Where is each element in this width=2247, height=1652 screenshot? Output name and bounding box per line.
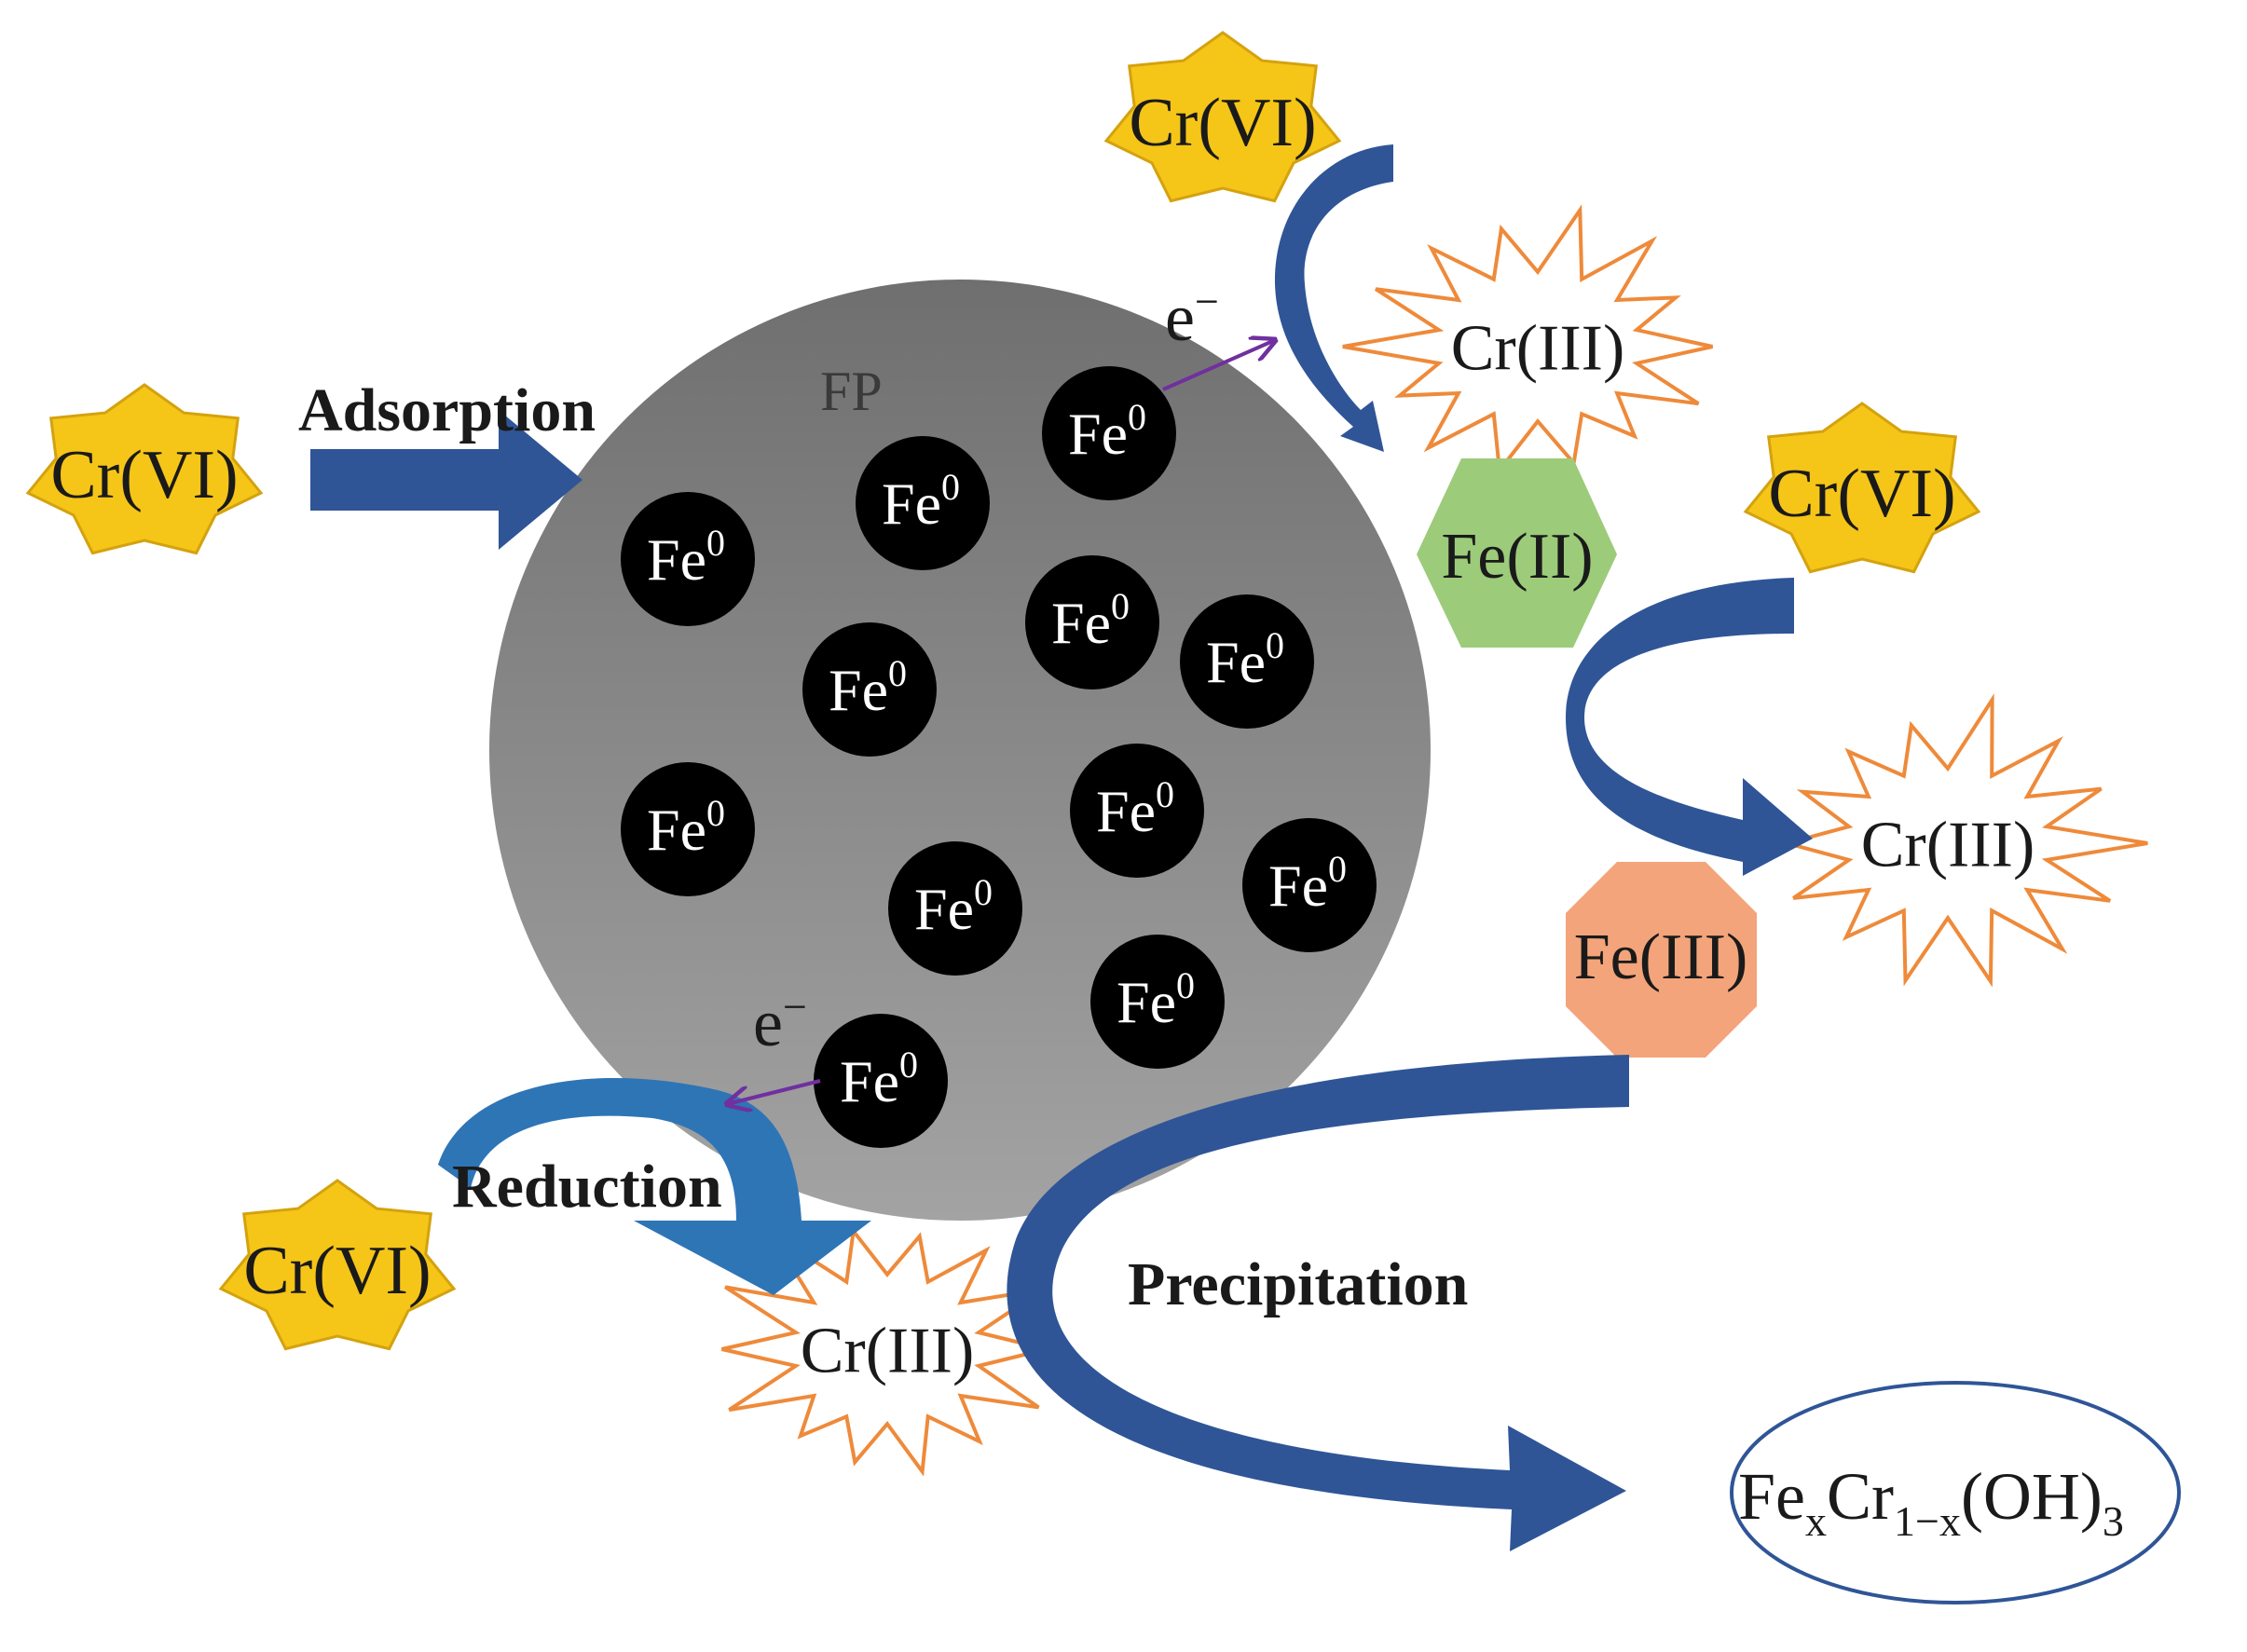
fe0-label: Fe0: [1096, 773, 1174, 844]
fe3-label: Fe(III): [1574, 922, 1748, 993]
precipitation-label: Precipitation: [1128, 1250, 1468, 1318]
top-curved-arrow: [1274, 144, 1393, 452]
electron-label-top: e−: [1165, 278, 1219, 355]
fe0-label: Fe0: [914, 871, 993, 942]
cr3-label: Cr(III): [1861, 810, 2035, 881]
fe0-label: Fe0: [1117, 964, 1195, 1035]
cr3-burst-top: Cr(III): [1342, 204, 1713, 476]
cr6-label: Cr(VI): [1768, 456, 1955, 532]
fe0-particle: Fe0: [888, 841, 1022, 976]
cr6-star-top: Cr(VI): [1103, 31, 1342, 203]
fe0-particle: Fe0: [1070, 744, 1204, 878]
fe0-particle: Fe0: [1025, 555, 1159, 689]
fe0-label: Fe0: [647, 792, 725, 863]
cr3-burst-bottom: Cr(III): [721, 1226, 1048, 1477]
cr6-star-bottom: Cr(VI): [218, 1179, 457, 1351]
fe0-label: Fe0: [1268, 848, 1347, 919]
fe2-label: Fe(II): [1441, 521, 1593, 593]
product-formula: FexCr1−x(OH)3: [1738, 1459, 2124, 1545]
fe0-particle: Fe0: [1042, 366, 1176, 500]
reduction-arrow: [438, 1077, 871, 1295]
cr6-star-right: Cr(VI): [1743, 402, 1981, 574]
fe0-particle: Fe0: [856, 436, 990, 570]
product-ellipse: [1730, 1381, 2181, 1604]
cr6-star-left: Cr(VI): [25, 383, 264, 555]
fp-label: FP: [820, 361, 883, 422]
fe2-hexagon: [1417, 458, 1617, 648]
fe0-particle: Fe0: [814, 1014, 948, 1148]
fe0-label: Fe0: [647, 522, 725, 593]
right-curved-arrow: [1566, 578, 1813, 876]
cr6-star-shape: [1743, 402, 1981, 574]
electron-label-bottom: e−: [753, 983, 807, 1060]
cr3-label: Cr(III): [801, 1316, 975, 1387]
cr3-burst-right: Cr(III): [1779, 693, 2148, 988]
fe0-particle: Fe0: [621, 492, 755, 626]
fe0-label: Fe0: [1068, 396, 1146, 467]
adsorption-arrow: [310, 410, 582, 550]
cr6-label: Cr(VI): [243, 1233, 431, 1309]
cr3-burst-shape: [1342, 204, 1713, 476]
fe0-label: Fe0: [882, 466, 960, 537]
cr3-burst-shape: [721, 1226, 1048, 1477]
cr6-star-shape: [218, 1179, 457, 1351]
fe0-label: Fe0: [829, 652, 907, 723]
cr6-star-shape: [25, 383, 264, 555]
electron-arrow-bottom: [727, 1079, 821, 1104]
precipitation-arrow: [1007, 1055, 1629, 1551]
reduction-label: Reduction: [452, 1153, 722, 1221]
fe0-particle: Fe0: [1090, 935, 1225, 1069]
fe3-octagon: [1566, 862, 1757, 1058]
electron-arrow-top: [1162, 340, 1275, 391]
fe0-label: Fe0: [840, 1044, 918, 1114]
fe0-particle: Fe0: [802, 622, 937, 757]
cr3-label: Cr(III): [1451, 313, 1625, 385]
fe0-particle: Fe0: [1180, 594, 1314, 729]
fe0-label: Fe0: [1206, 624, 1284, 695]
fe0-particle: Fe0: [621, 762, 755, 896]
cr6-label: Cr(VI): [1129, 85, 1316, 161]
cr6-star-shape: [1103, 31, 1342, 203]
fe0-particle: Fe0: [1242, 818, 1377, 952]
adsorption-label: Adsorption: [298, 376, 596, 444]
fe0-label: Fe0: [1051, 585, 1130, 656]
cr6-label: Cr(VI): [50, 437, 238, 513]
